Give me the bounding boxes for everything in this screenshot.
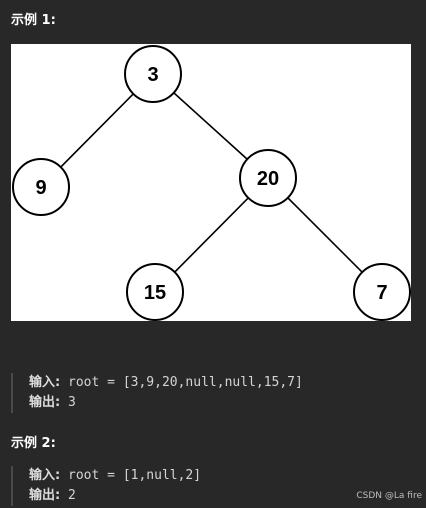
tree-node-label: 20 — [257, 168, 279, 190]
tree-node-15: 15 — [126, 263, 184, 321]
binary-tree-figure: 3 9 20 15 7 — [11, 44, 411, 321]
input-label: 输入: — [29, 375, 61, 390]
tree-node-circle — [353, 263, 411, 321]
example-1-output-line: 输出: 3 — [29, 393, 426, 413]
tree-node-circle — [12, 158, 70, 216]
tree-node-3: 3 — [124, 45, 182, 103]
example-2-code-block: 输入: root = [1,null,2] 输出: 2 — [11, 466, 426, 506]
tree-node-9: 9 — [12, 158, 70, 216]
example-1-heading: 示例 1: — [11, 13, 56, 28]
binary-tree-svg: 3 9 20 15 7 — [12, 45, 411, 321]
csdn-watermark: CSDN @La fire — [356, 491, 422, 501]
output-value: 3 — [68, 395, 76, 410]
input-label: 输入: — [29, 468, 61, 483]
input-value: root = [1,null,2] — [68, 468, 202, 483]
output-label: 输出: — [29, 488, 61, 503]
tree-node-circle — [239, 149, 297, 207]
input-value: root = [3,9,20,null,null,15,7] — [68, 375, 303, 390]
example-1-input-line: 输入: root = [3,9,20,null,null,15,7] — [29, 373, 426, 393]
tree-node-label: 9 — [35, 177, 46, 199]
tree-node-circle — [126, 263, 184, 321]
tree-node-7: 7 — [353, 263, 411, 321]
tree-node-label: 15 — [144, 282, 166, 304]
tree-node-label: 3 — [147, 64, 158, 86]
example-2-heading: 示例 2: — [11, 436, 56, 451]
tree-node-circle — [124, 45, 182, 103]
tree-node-label: 7 — [376, 282, 387, 304]
tree-node-20: 20 — [239, 149, 297, 207]
output-value: 2 — [68, 488, 76, 503]
example-1-code-block: 输入: root = [3,9,20,null,null,15,7] 输出: 3 — [11, 373, 426, 413]
example-2-input-line: 输入: root = [1,null,2] — [29, 466, 426, 486]
output-label: 输出: — [29, 395, 61, 410]
example-2-output-line: 输出: 2 — [29, 486, 426, 506]
